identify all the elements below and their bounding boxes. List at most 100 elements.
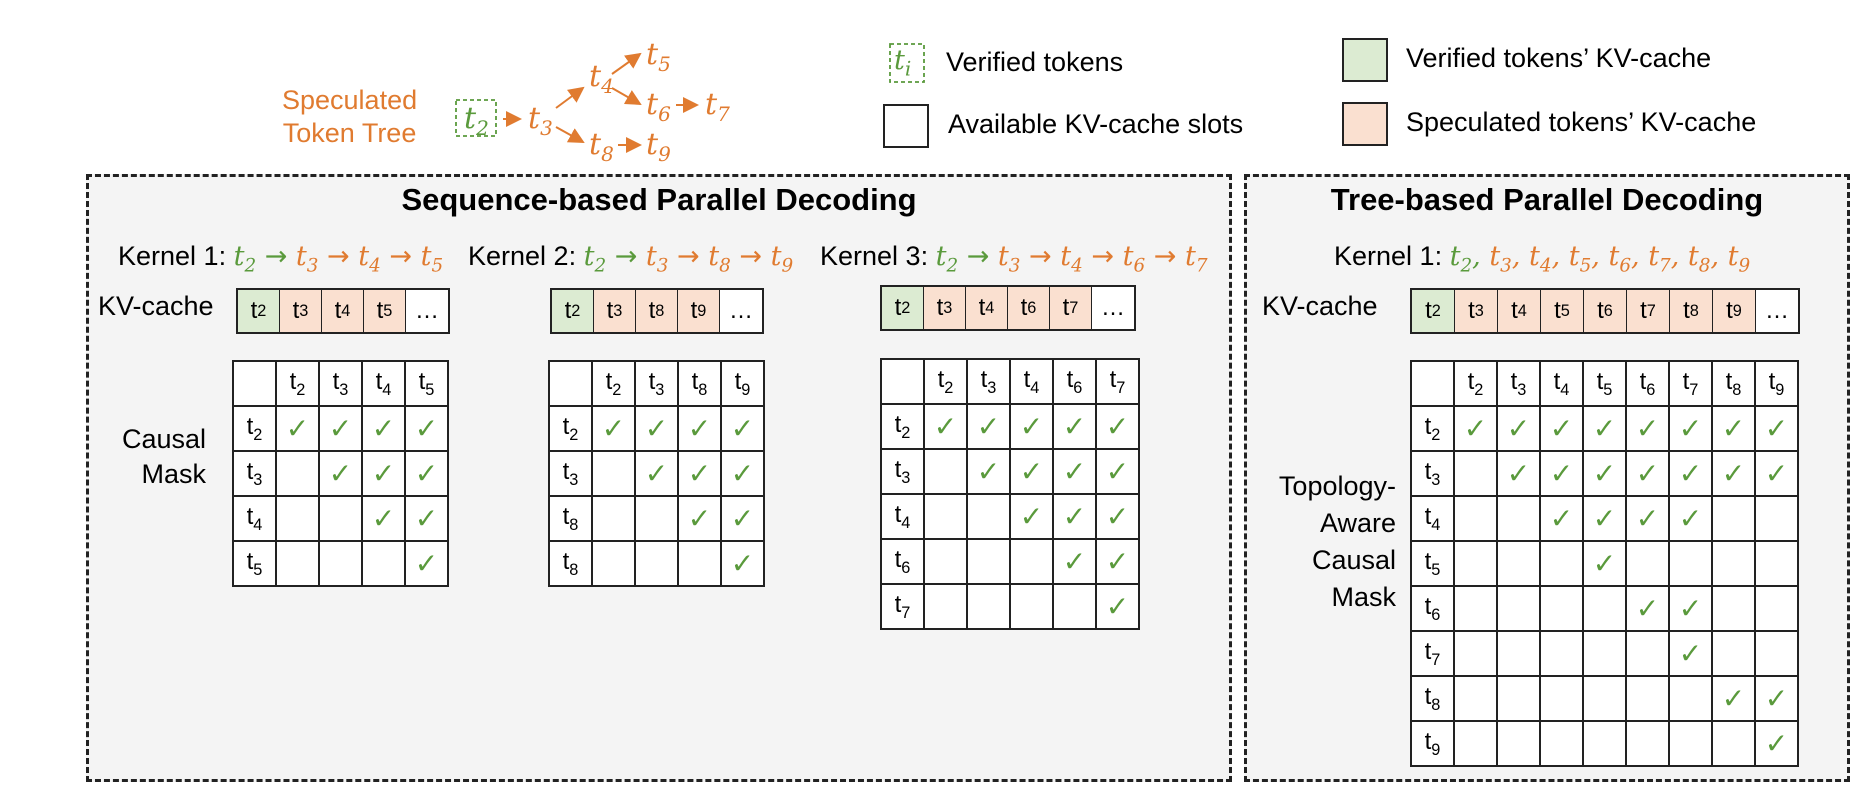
tree-mask-col-2: t2 <box>1453 360 1498 407</box>
seq-kernel-3-mask-row-label-4: t4 <box>880 493 925 540</box>
seq-kernel-2-mask-col-8: t8 <box>677 360 722 407</box>
tree-mask-row-label-5: t5 <box>1410 540 1455 587</box>
tree-mask-check: ✓ <box>1582 540 1627 587</box>
seq-kernel-1-path: t2 → t3 → t4 → t5 <box>233 241 444 277</box>
seq-kernel-1-mask-empty <box>275 450 320 497</box>
tree-mask-empty <box>1668 675 1713 722</box>
tree-mask-row: t5 ✓ <box>1410 540 1799 587</box>
tree-mask-row-label-9: t9 <box>1410 720 1455 767</box>
seq-kernel-3-mask-check: ✓ <box>966 403 1011 450</box>
path-arrow: → <box>1145 241 1185 272</box>
tree-mask-empty <box>1539 720 1584 767</box>
seq-kernel-2-label: Kernel 2: <box>468 241 584 271</box>
seq-kernel-2-mask-check: ✓ <box>677 450 722 497</box>
seq-kernel-1-mask-col-4: t4 <box>361 360 406 407</box>
path-token-9: t9 <box>770 241 794 277</box>
tree-kernel-token-8: t8 <box>1687 241 1711 277</box>
seq-kernel-3-mask-row: t2✓✓✓✓✓ <box>880 403 1140 450</box>
tree-mask-check: ✓ <box>1625 495 1670 542</box>
path-arrow: → <box>318 241 359 272</box>
seq-kernel-3-mask-check: ✓ <box>1095 403 1140 450</box>
seq-kernel-3-mask-check: ✓ <box>1009 403 1054 450</box>
seq-kernel-3-mask-empty <box>1009 583 1054 630</box>
seq-kernel-3-mask-col-3: t3 <box>966 358 1011 405</box>
tree-mask-check: ✓ <box>1668 450 1713 497</box>
seq-kernel-2-mask-check: ✓ <box>720 450 765 497</box>
seq-kernel-3-mask-col-2: t2 <box>923 358 968 405</box>
seq-kernel-3-mask-corner <box>880 358 925 405</box>
tree-mask-empty <box>1496 540 1541 587</box>
seq-kernel-2-mask-empty <box>634 495 679 542</box>
available-slots-label: Available KV-cache slots <box>948 109 1244 139</box>
tree-mask-check: ✓ <box>1711 450 1756 497</box>
seq-kernel-2-mask-check: ✓ <box>720 405 765 452</box>
tree-kernel-token-9: t9 <box>1727 241 1751 277</box>
tree-kernel-label: Kernel 1: <box>1334 241 1443 271</box>
seq-kernel-3-path: t2 → t3 → t4 → t6 → t7 <box>935 241 1208 277</box>
tree-mask-row: t2✓✓✓✓✓✓✓✓ <box>1410 405 1799 452</box>
seq-kernel-1-mask-empty <box>318 495 363 542</box>
tree-mask-row-label-2: t2 <box>1410 405 1455 452</box>
seq-kernel-1-mask-row: t3✓✓✓ <box>232 450 449 497</box>
tree-mask-empty <box>1496 720 1541 767</box>
t2-verified-box <box>455 99 497 137</box>
tree-token-t6: t6 <box>646 87 671 126</box>
arrow-t4-t6 <box>611 87 642 105</box>
tree-kernel-tokens: t2, t3, t4, t5, t6, t7, t8, t9 <box>1450 241 1751 277</box>
path-token-2: t2 <box>233 241 257 277</box>
tree-mask-check: ✓ <box>1668 630 1713 677</box>
seq-kernel-3-mask-empty <box>1009 538 1054 585</box>
seq-kernel-3-mask-check: ✓ <box>1095 493 1140 540</box>
tree-mask-empty <box>1582 675 1627 722</box>
seq-kernel-2-kv-slot-more: … <box>720 290 762 332</box>
tree-mask-empty <box>1711 585 1756 632</box>
seq-kernel-1-mask-row: t2✓✓✓✓ <box>232 405 449 452</box>
tree-mask-empty <box>1625 540 1670 587</box>
sequence-panel-title: Sequence-based Parallel Decoding <box>401 182 917 217</box>
verified-kv-label: Verified tokens’ KV-cache <box>1406 43 1712 73</box>
tree-mask-empty <box>1453 450 1498 497</box>
tree-mask-empty <box>1496 495 1541 542</box>
path-token-2: t2 <box>935 241 959 277</box>
tree-mask-empty <box>1668 720 1713 767</box>
path-arrow: → <box>606 241 646 272</box>
path-arrow: → <box>1020 241 1061 272</box>
path-token-3: t3 <box>997 241 1021 277</box>
seq-kernel-3-mask-empty <box>923 538 968 585</box>
seq-kernel-1-mask-empty <box>318 540 363 587</box>
tree-mask-col-8: t8 <box>1711 360 1756 407</box>
seq-kernel-3-mask-check: ✓ <box>966 448 1011 495</box>
tree-kernel-token-3: t3 <box>1489 241 1512 277</box>
tree-mask-row-label-8: t8 <box>1410 675 1455 722</box>
tree-mask-empty <box>1496 630 1541 677</box>
tree-token-t9: t9 <box>646 127 671 166</box>
seq-kernel-1-mask-check: ✓ <box>275 405 320 452</box>
tree-mask-empty <box>1582 630 1627 677</box>
speculated-kv-label: Speculated tokens’ KV-cache <box>1406 107 1757 137</box>
ti-legend-box <box>889 43 925 83</box>
seq-kernel-3-mask-col-4: t4 <box>1009 358 1054 405</box>
tree-mask-empty <box>1496 585 1541 632</box>
seq-kernel-3-mask-empty <box>923 448 968 495</box>
seq-kernel-3-mask-check: ✓ <box>1052 403 1097 450</box>
seq-kernel-2-mask-check: ✓ <box>591 405 636 452</box>
tree-token-t4: t4 <box>589 59 614 98</box>
verified-kv-swatch <box>1342 38 1388 82</box>
seq-kernel-2-mask-empty <box>634 540 679 587</box>
tree-mask-corner <box>1410 360 1455 407</box>
arrow-t3-t8 <box>555 126 585 143</box>
seq-kernel-3-mask-row: t4✓✓✓ <box>880 493 1140 540</box>
path-token-4: t4 <box>1060 241 1083 277</box>
